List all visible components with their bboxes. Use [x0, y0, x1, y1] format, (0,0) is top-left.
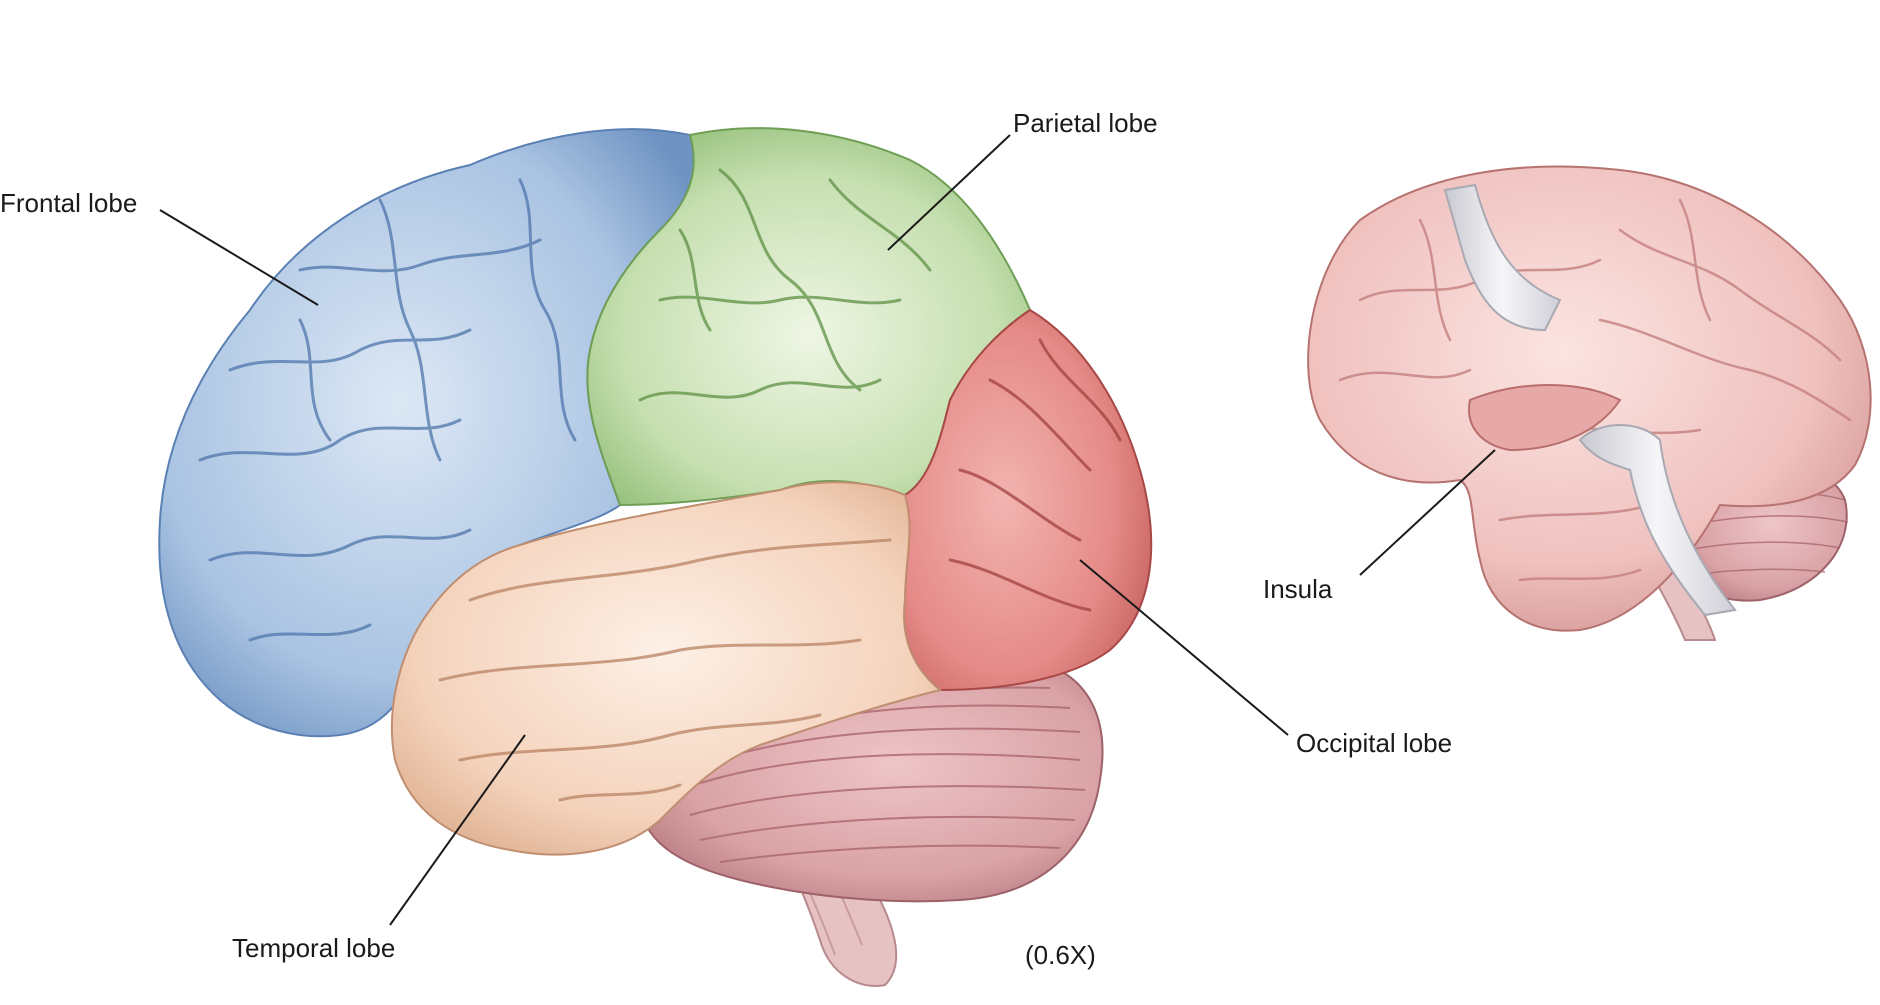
leader-lines	[159, 134, 1496, 926]
label-parietal-lobe: Parietal lobe	[1013, 108, 1158, 138]
retractor-upper	[1443, 183, 1562, 332]
label-frontal-lobe: Frontal lobe	[0, 188, 138, 218]
leader-insula	[1359, 449, 1496, 576]
leader-parietal	[887, 134, 1011, 251]
insula-region	[1468, 384, 1622, 452]
temporal-sulci	[438, 538, 892, 802]
label-insula: Insula	[1263, 574, 1333, 604]
temporal-lobe	[390, 481, 943, 856]
retractor-lower	[1578, 424, 1737, 617]
label-temporal-lobe: Temporal lobe	[232, 933, 396, 963]
insula-brain	[1307, 165, 1872, 641]
label-occipital-lobe: Occipital lobe	[1296, 728, 1453, 758]
occipital-sulci	[948, 338, 1122, 612]
leader-temporal	[389, 734, 526, 926]
magnification-label: (0.6X)	[1025, 940, 1096, 970]
frontal-sulci	[198, 178, 577, 642]
main-brain	[158, 127, 1153, 987]
parietal-sulci	[638, 168, 932, 402]
leader-occipital	[1079, 559, 1289, 736]
leader-frontal	[159, 209, 319, 306]
